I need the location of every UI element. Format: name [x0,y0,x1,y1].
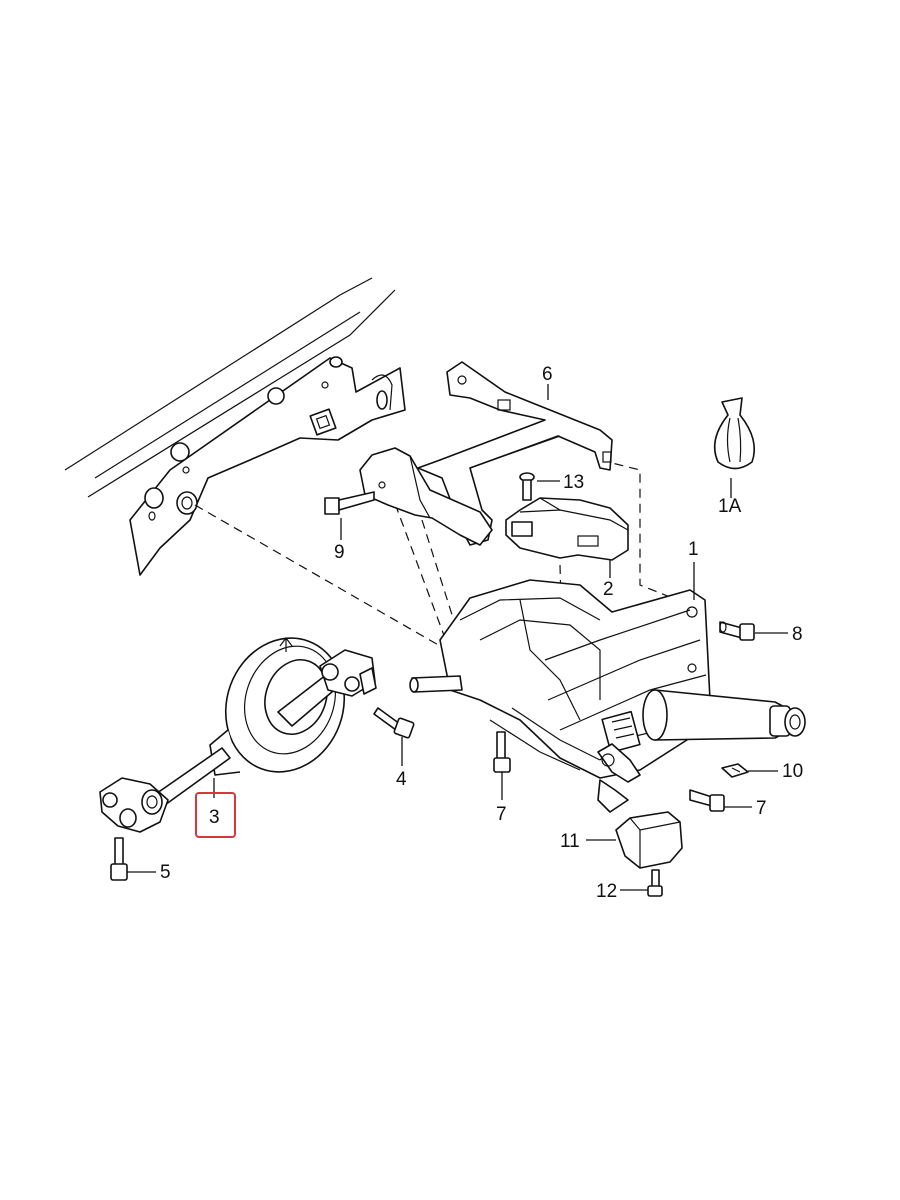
part-6-bracket [417,361,613,546]
part-1a-grease-pouch [713,397,756,470]
screw-13 [519,472,535,501]
callout-5: 5 [160,862,171,883]
part-9-support-arm [359,447,493,546]
callout-3: 3 [209,807,220,828]
clip-nut-10 [721,763,749,778]
bolt-7-horizontal [689,789,725,812]
part-3-intermediate-shaft [99,637,377,833]
leader-lines [127,384,788,891]
callout-4: 4 [396,769,407,790]
callout-13: 13 [563,472,584,493]
callout-labels: 1 1A 2 3 4 5 6 7 7 8 9 10 11 12 13 [160,364,803,902]
callout-2: 2 [603,579,614,600]
highlight-box-part-3 [195,792,236,838]
callout-8: 8 [792,624,803,645]
bolt-7-vertical [493,731,511,773]
cross-member [64,277,406,576]
callout-10: 10 [782,761,803,782]
callout-1a: 1A [718,496,742,517]
bolt-9 [324,491,375,515]
bolt-8 [719,621,755,641]
callout-7-vertical: 7 [496,804,507,825]
part-11-cover-cap [615,811,683,869]
callout-7-horizontal: 7 [756,798,767,819]
bolt-4 [373,707,415,739]
callout-11: 11 [560,831,580,852]
part-1-steering-column [409,579,806,813]
callout-12: 12 [596,881,617,902]
callout-1: 1 [688,539,699,560]
bolt-5 [110,837,128,881]
callout-6: 6 [542,364,553,385]
part-2-control-module [505,497,629,561]
screw-12 [647,869,663,897]
callout-9: 9 [334,542,345,563]
